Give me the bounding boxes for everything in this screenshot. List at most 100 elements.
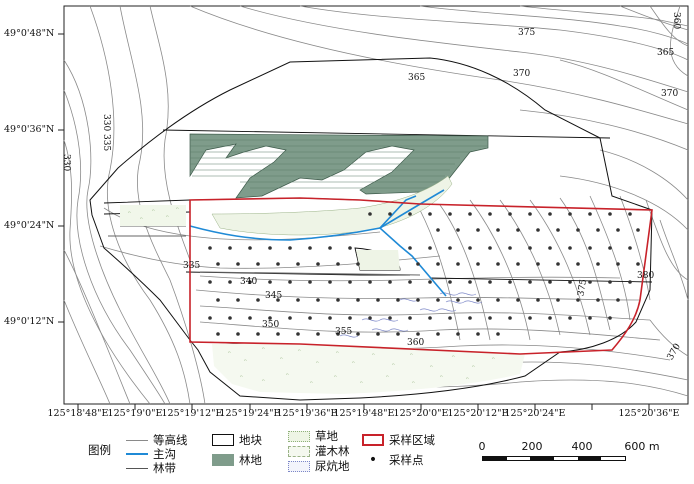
contour-label: 335 (183, 261, 200, 271)
svg-text:ᵔ: ᵔ (336, 350, 339, 358)
sampling-point (576, 228, 580, 232)
sampling-point (336, 332, 340, 336)
sampling-point (548, 280, 552, 284)
sampling-point (356, 332, 360, 336)
sampling-point (608, 246, 612, 250)
sampling-point (476, 228, 480, 232)
sampling-point (568, 316, 572, 320)
svg-text:ᵔ: ᵔ (410, 352, 413, 360)
sampling-point (248, 316, 252, 320)
sampling-point (468, 212, 472, 216)
sampling-point (248, 280, 252, 284)
svg-text:ᵔ: ᵔ (466, 376, 469, 384)
contour-label: 365 (657, 48, 674, 58)
svg-text:ᵔ: ᵔ (166, 214, 169, 222)
sampling-point (248, 246, 252, 250)
sampling-point (416, 262, 420, 266)
contour-label: 355 (335, 327, 352, 337)
svg-text:ᵔ: ᵔ (492, 356, 495, 364)
scale-tick: 0 (478, 440, 486, 453)
sampling-point (476, 262, 480, 266)
sampling-point (308, 316, 312, 320)
sampling-point (436, 228, 440, 232)
sampling-point (328, 316, 332, 320)
sampling-point (508, 280, 512, 284)
sampling-point (588, 246, 592, 250)
sampling-point (448, 246, 452, 250)
legend-item-sampling-area: 采样区域 (362, 432, 435, 448)
contour-label: 375 (576, 278, 589, 297)
sampling-point (336, 262, 340, 266)
sampling-point (368, 212, 372, 216)
svg-text:ᵔ: ᵔ (244, 358, 247, 366)
sampling-point (268, 316, 272, 320)
sampling-point (236, 262, 240, 266)
contour-label: 350 (262, 320, 279, 330)
sampling-point (488, 280, 492, 284)
sampling-point (496, 298, 500, 302)
sampling-point (516, 228, 520, 232)
sampling-point (616, 298, 620, 302)
sampling-point (556, 262, 560, 266)
svg-text:ᵔ: ᵔ (412, 380, 415, 388)
contour-labels: 375 370 365 365 370 360 330 335 330 335 … (61, 12, 683, 362)
sampling-point (488, 316, 492, 320)
lat-tick-label: 49°0'12"N (4, 316, 55, 327)
sampling-point (528, 280, 532, 284)
sampling-point (496, 228, 500, 232)
sampling-point (536, 228, 540, 232)
sampling-point (508, 316, 512, 320)
sampling-point (288, 280, 292, 284)
svg-text:ᵔ: ᵔ (286, 372, 289, 380)
svg-text:ᵔ: ᵔ (140, 216, 143, 224)
sampling-point (256, 298, 260, 302)
sampling-point (468, 316, 472, 320)
sampling-point (556, 298, 560, 302)
contour-label: 360 (407, 338, 424, 348)
sampling-point (236, 332, 240, 336)
sampling-point (236, 298, 240, 302)
sampling-point (356, 298, 360, 302)
legend-item-shrub: 灌木林 (288, 443, 350, 459)
contour-label: 330 (61, 154, 71, 171)
sampling-point (456, 262, 460, 266)
sampling-point (296, 332, 300, 336)
svg-text:ᵔ: ᵔ (228, 350, 231, 358)
sampling-point (516, 298, 520, 302)
sampling-point (408, 212, 412, 216)
sampling-point (548, 212, 552, 216)
sampling-point (628, 212, 632, 216)
forest-land-swatch (212, 454, 234, 466)
scale-tick: 600 m (624, 440, 660, 453)
sampling-point (388, 280, 392, 284)
lon-tick-label: 125°20'24"E (504, 408, 566, 419)
legend-item-contour: 等高线 (126, 432, 188, 448)
sampling-area-boundary (189, 197, 653, 355)
grassland-area-south (212, 344, 525, 394)
svg-text:ᵔ: ᵔ (176, 206, 179, 214)
sampling-point (368, 316, 372, 320)
sampling-point (356, 262, 360, 266)
sampling-point (588, 280, 592, 284)
svg-text:ᵔ: ᵔ (430, 364, 433, 372)
plot-swatch (212, 434, 234, 446)
sampling-point (208, 316, 212, 320)
sampling-point (416, 298, 420, 302)
legend-item-plot: 地块 (212, 432, 262, 448)
watershed-boundary (89, 57, 653, 401)
sampling-point (428, 280, 432, 284)
contour-label: 340 (240, 277, 257, 287)
sampling-point (408, 246, 412, 250)
sampling-point (296, 298, 300, 302)
sampling-point (468, 246, 472, 250)
legend-item-sampling-point: • 采样点 (362, 452, 424, 468)
lon-tick-label: 125°19'0"E (107, 408, 163, 419)
sampling-point (556, 228, 560, 232)
sampling-point (508, 246, 512, 250)
lon-tick-label: 125°20'36"E (618, 408, 680, 419)
lat-tick-label: 49°0'24"N (4, 220, 55, 231)
sampling-point (448, 316, 452, 320)
sampling-point (316, 332, 320, 336)
lon-tick-label: 125°19'36"E (276, 408, 338, 419)
